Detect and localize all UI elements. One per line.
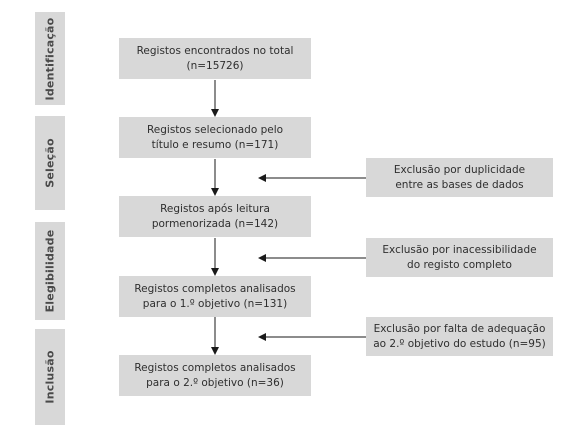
- box-registos-leitura-line2: pormenorizada (n=142): [151, 217, 279, 230]
- box-registos-total-line1: Registos encontrados no total: [136, 44, 294, 57]
- box-registos-leitura-line1: Registos após leitura: [160, 202, 270, 215]
- box-exclusao-inacessibilidade: Exclusão por inacessibilidade do registo…: [366, 238, 553, 277]
- stage-bar-elegibilidade: Elegibilidade: [35, 222, 65, 320]
- box-registos-objetivo1: Registos completos analisados para o 1.º…: [119, 276, 311, 317]
- box-registos-objetivo1-line1: Registos completos analisados: [134, 282, 296, 295]
- box-registos-selecionados: Registos selecionado pelo título e resum…: [119, 117, 311, 158]
- stage-bar-inclusao: Inclusão: [35, 329, 65, 425]
- box-registos-leitura: Registos após leitura pormenorizada (n=1…: [119, 196, 311, 237]
- box-exclusao-inacessibilidade-line1: Exclusão por inacessibilidade: [382, 243, 537, 256]
- box-exclusao-duplicidade-line1: Exclusão por duplicidade: [393, 163, 526, 176]
- box-exclusao-adequacao-line2: ao 2.º objetivo do estudo (n=95): [373, 337, 546, 350]
- box-registos-objetivo2-line1: Registos completos analisados: [134, 361, 296, 374]
- box-registos-selecionados-line2: título e resumo (n=171): [151, 138, 279, 151]
- box-registos-objetivo1-line2: para o 1.º objetivo (n=131): [142, 297, 288, 310]
- box-registos-total: Registos encontrados no total (n=15726): [119, 38, 311, 79]
- box-registos-objetivo2: Registos completos analisados para o 2.º…: [119, 355, 311, 396]
- stage-bar-identificacao: Identificação: [35, 12, 65, 105]
- box-registos-selecionados-line1: Registos selecionado pelo: [146, 123, 284, 136]
- box-exclusao-adequacao: Exclusão por falta de adequação ao 2.º o…: [366, 317, 553, 356]
- box-exclusao-duplicidade: Exclusão por duplicidade entre as bases …: [366, 158, 553, 197]
- stage-bar-selecao: Seleção: [35, 116, 65, 210]
- box-registos-total-line2: (n=15726): [186, 59, 244, 72]
- box-exclusao-adequacao-line1: Exclusão por falta de adequação: [373, 322, 546, 335]
- box-exclusao-duplicidade-line2: entre as bases de dados: [395, 178, 524, 191]
- box-exclusao-inacessibilidade-line2: do registo completo: [407, 258, 512, 271]
- box-registos-objetivo2-line2: para o 2.º objetivo (n=36): [146, 376, 284, 389]
